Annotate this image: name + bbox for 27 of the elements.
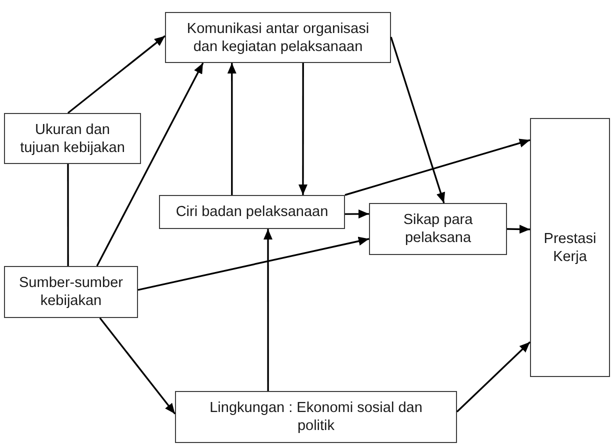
- arrow: [390, 36, 446, 204]
- arrow: [264, 229, 272, 391]
- node-label: Ukuran dan tujuan kebijakan: [19, 120, 126, 156]
- arrow: [298, 63, 308, 195]
- process-box: [369, 203, 507, 255]
- arrow: [138, 236, 370, 291]
- arrow: [67, 35, 166, 114]
- process-box: [4, 113, 141, 164]
- arrow: [345, 209, 369, 218]
- node-label: Lingkungan : Ekonomi sosial dan politik: [208, 399, 424, 435]
- process-box: [4, 266, 138, 318]
- node-label: Sikap para pelaksana: [402, 211, 474, 247]
- node-label: Sumber-sumber kebijakan: [18, 274, 124, 310]
- process-box: [530, 118, 610, 377]
- process-box: [175, 391, 457, 443]
- node-label: Ciri badan pelaksanaan: [176, 203, 328, 221]
- arrow: [456, 341, 531, 412]
- arrow: [96, 62, 204, 266]
- process-box: [159, 195, 345, 229]
- node-label: Komunikasi antar organisasi dan kegiatan pelaksanaan: [186, 20, 370, 56]
- arrow: [506, 224, 530, 234]
- process-box: [165, 12, 391, 63]
- arrow: [227, 63, 236, 195]
- arrow: [99, 317, 176, 414]
- arrow: [344, 138, 530, 196]
- node-label: Prestasi Kerja: [542, 230, 598, 266]
- connector-line: [67, 164, 69, 266]
